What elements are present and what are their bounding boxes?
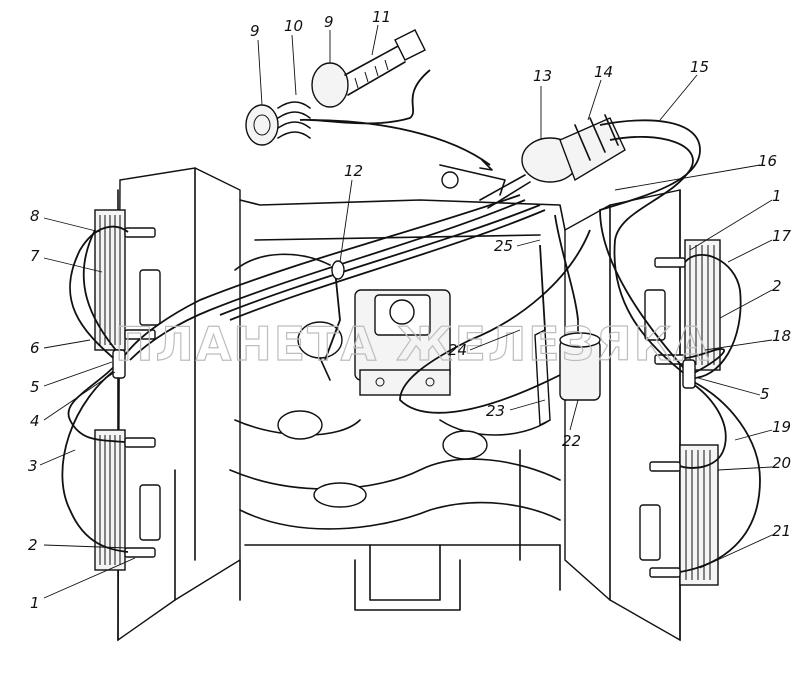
watermark-text: ПЛАНЕТА ЖЕЛЕЗЯКА	[115, 317, 711, 371]
right-spark-plugs	[639, 257, 686, 578]
callout-15: 15	[690, 58, 709, 76]
callout-18: 18	[772, 327, 791, 345]
callout-10: 10	[284, 17, 303, 35]
callout-16: 16	[758, 152, 777, 170]
leader-lines	[39, 24, 773, 599]
callout-8: 8	[30, 207, 40, 225]
callout-1: 1	[30, 594, 40, 612]
callout-2: 2	[772, 277, 782, 295]
callout-6: 6	[30, 339, 40, 357]
callout-9: 9	[324, 13, 334, 31]
callout-1: 1	[772, 187, 782, 205]
right-spark-plug-shields	[679, 239, 721, 586]
callout-12: 12	[344, 162, 363, 180]
callout-21: 21	[772, 522, 791, 540]
distributor	[439, 114, 626, 209]
callout-11: 11	[372, 8, 391, 26]
callout-5: 5	[30, 378, 40, 396]
callout-2: 2	[28, 536, 38, 554]
callout-9: 9	[250, 22, 260, 40]
callout-14: 14	[594, 63, 613, 81]
callout-13: 13	[533, 67, 552, 85]
callout-20: 20	[772, 454, 791, 472]
callout-7: 7	[30, 247, 40, 265]
callout-23: 23	[486, 402, 505, 420]
callout-19: 19	[772, 418, 791, 436]
callout-25: 25	[494, 237, 513, 255]
ignition-coil	[534, 319, 601, 427]
callout-22: 22	[562, 432, 581, 450]
callout-17: 17	[772, 227, 792, 245]
suppressor-exploded-view	[245, 29, 493, 171]
callout-3: 3	[28, 457, 38, 475]
harness-clips	[112, 260, 696, 389]
engine-block	[117, 167, 681, 642]
callout-24: 24	[448, 341, 467, 359]
callout-5: 5	[760, 385, 770, 403]
callout-4: 4	[30, 412, 40, 430]
high-voltage-wires	[61, 119, 761, 573]
callout-labels: 9 10 9 11 12 13 14 15 16 1 17 2 18 5 19 …	[28, 8, 792, 612]
